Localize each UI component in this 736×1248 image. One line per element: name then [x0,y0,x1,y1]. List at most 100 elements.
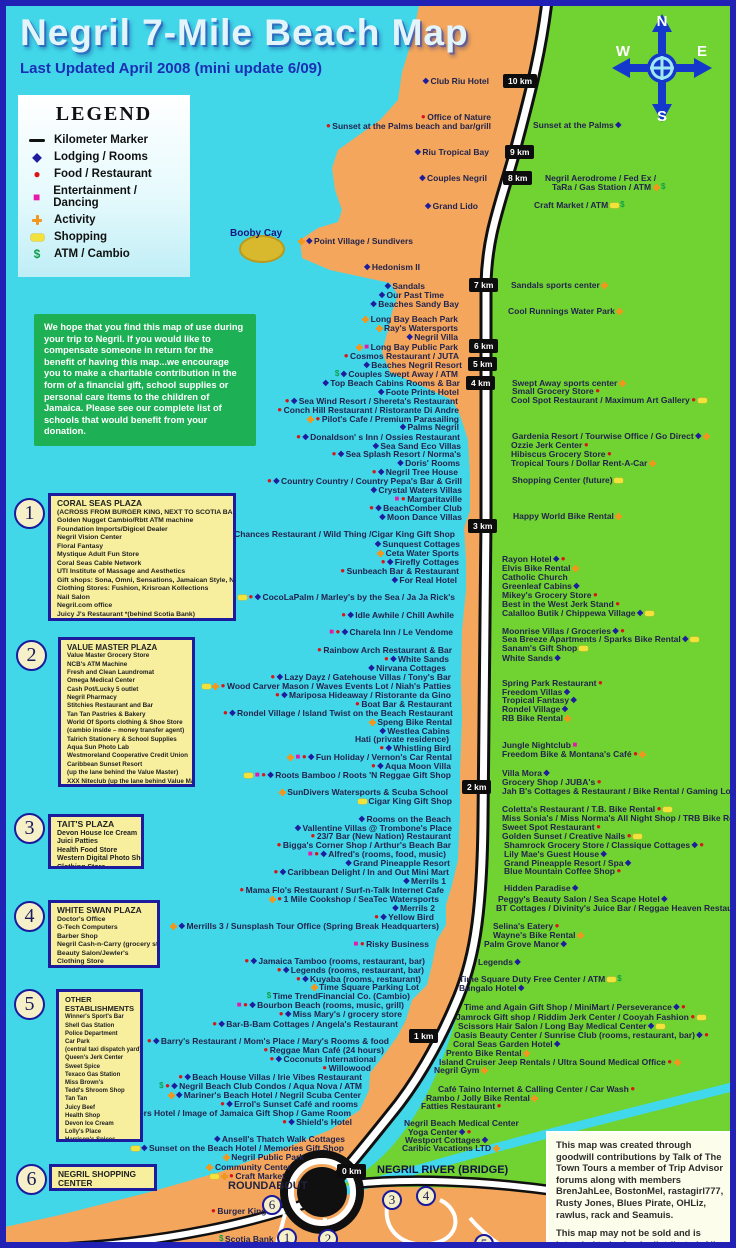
junction-number: 3 [382,1190,402,1210]
map-label-text: Merrills 3 / Sunsplash Tour Office (Spri… [186,921,439,931]
map-label-text: Grand Pineapple Resort [353,858,450,868]
compass-e: E [697,43,707,60]
map-label: Lily Mae's Guest House◆ [504,849,607,859]
atm-icon: $ [334,369,340,378]
map-label-text: Crystal Waters Villas [378,485,462,495]
plaza-line: Omega Medical Center [67,677,135,685]
shopping-icon [697,397,707,403]
activity-icon [652,183,660,191]
food-icon: ● [282,1117,287,1126]
map-label: Caribic Vacations LTD [402,1143,500,1153]
map-label-text: White Sands [397,654,449,664]
shopping-icon [696,1014,706,1020]
legend-item: Shopping [28,231,180,243]
map-label: ◆Hedonism II [364,262,420,272]
map-label: Cool Spot Restaurant / Maximum Art Galle… [511,395,707,405]
map-label: ●◆Sea Splash Resort / Norma's [332,449,461,459]
map-label-text: Bigga's Corner Shop / Arthur's Beach Bar [282,840,451,850]
plaza-line: Health Food Store [57,846,118,854]
entertainment-icon: ■ [394,494,400,503]
plaza-line: Western Digital Photo Shop [57,855,144,863]
map-label-text: Time TrendFinancial Co. (Cambio) [272,991,410,1001]
lodging-icon: ◆ [691,840,698,849]
legend-item: Activity [28,214,180,226]
map-label: Oasis Beauty Center / Sunrise Club (room… [454,1030,709,1040]
map-label-text: Top Beach Cabins Rooms & Bar [330,378,460,388]
map-label-text: Legends (rooms, restaurant, bar) [290,965,424,975]
credits-paragraph-2: This map may not be sold and is intended… [556,1227,716,1248]
map-label-text: Community Center [214,1162,291,1172]
food-icon: ● [704,1030,709,1039]
plaza-line: Beauty Salon/Jewler's [57,949,129,957]
map-label: ●Pilot's Cafe / Premium Parasailing [307,414,459,424]
lodging-icon: ◆ [214,1134,221,1143]
plaza-line: NCB's ATM Machine [67,660,128,668]
map-label-text: 23/7 Bar (New Nation) Restaurant [316,831,451,841]
food-icon: ● [626,831,632,840]
map-label-text: Speng Bike Rental [377,717,452,727]
plaza-line: Nail Salon [57,593,90,601]
food-icon: ● [274,690,280,699]
activity-icon [492,1144,500,1152]
map-label: ●◆Caribbean Delight / In and Out Mini Ma… [273,867,449,877]
lodging-icon: ◆ [560,939,567,948]
map-label-text: Grand Pineapple Resort / Spa [504,858,624,868]
plaza-line: ATM [58,1188,148,1191]
junction-number: 6 [262,1195,282,1215]
map-label: ●Cosmos Restaurant / JUTA [344,351,459,361]
map-label: ●◆Donaldson' s Inn / Ossies Restaurant [296,432,460,442]
map-label-text: Mariposa Hideaway / Ristorante da Gino [288,690,451,700]
map-label: Bungalo Hotel◆ [459,983,524,993]
map-label: ●◆Lazy Dayz / Gatehouse Villas / Tony's … [270,672,451,682]
plaza-line: Miss Brown's [65,1080,104,1087]
lodging-icon: ◆ [308,752,315,761]
map-label: RB Bike Rental [502,713,572,723]
lodging-icon: ◆ [554,1039,561,1048]
food-icon: ● [690,1012,696,1021]
map-label-text: Cigar King Gift Shop [368,796,452,806]
activity-icon [601,281,609,289]
map-label-text: Scissors Hair Salon / Long Bay Medical C… [458,1021,647,1031]
lodging-icon: ◆ [380,912,387,921]
legend-icon-cell [28,138,46,142]
map-label: Selina's Eatery● [493,921,559,931]
credits-box: This map was created through goodwill co… [546,1131,730,1248]
lodging-icon: ◆ [267,770,274,779]
map-label-text: Sunset on the Beach Hotel / Memories Gif… [148,1143,344,1153]
food-icon: ● [222,708,228,717]
map-label-text: TaRa / Gas Station / ATM [552,182,652,192]
map-label-text: Whistling Bird [393,743,451,753]
compass-s: S [657,108,667,124]
map-label: ●◆Shield's Hotel [282,1117,352,1127]
map-label: ◆Riu Tropical Bay [415,147,489,157]
plaza-title: CORAL SEAS PLAZA [57,498,142,508]
map-label: Miss Sonia's / Miss Norma's All Night Sh… [502,813,730,823]
junction-number: 5 [474,1234,494,1242]
lodging-icon: ◆ [302,974,309,983]
junction-number: 2 [318,1229,338,1242]
plaza-number-circle: 2 [16,640,47,671]
lodging-icon: ◆ [283,965,290,974]
map-label: ◆Negril Villa [407,332,458,342]
lodging-icon: ◆ [553,554,560,563]
map-label: ◆Sunquest Cottages [375,539,460,549]
map-label-text: Shamrock Grocery Store / Classique Cotta… [504,840,691,850]
map-label-text: Shopping Center (future) [512,475,613,485]
lodging-icon: ◆ [406,332,413,341]
legend-icon-cell: $ [28,248,46,260]
activity-icon [648,459,656,467]
map-label-text: Ozzie Jerk Center [511,440,583,450]
map-label-text: Prento Bike Rental [446,1048,522,1058]
map-label-text: Margaritaville [407,494,462,504]
map-label: ■●Margaritaville [395,494,463,504]
food-icon: ● [211,1206,216,1215]
shopping-icon [244,772,254,778]
map-label: Community Center [206,1162,291,1172]
map-label: ◆Merrils 2 [392,903,435,913]
map-label: Elvis Bike Rental [502,563,580,573]
km-marker: 3 km [468,519,498,533]
activity-icon [702,432,710,440]
map-label-text: SunDivers Watersports & Scuba School [287,787,448,797]
lodging-icon: ◆ [458,1127,466,1136]
